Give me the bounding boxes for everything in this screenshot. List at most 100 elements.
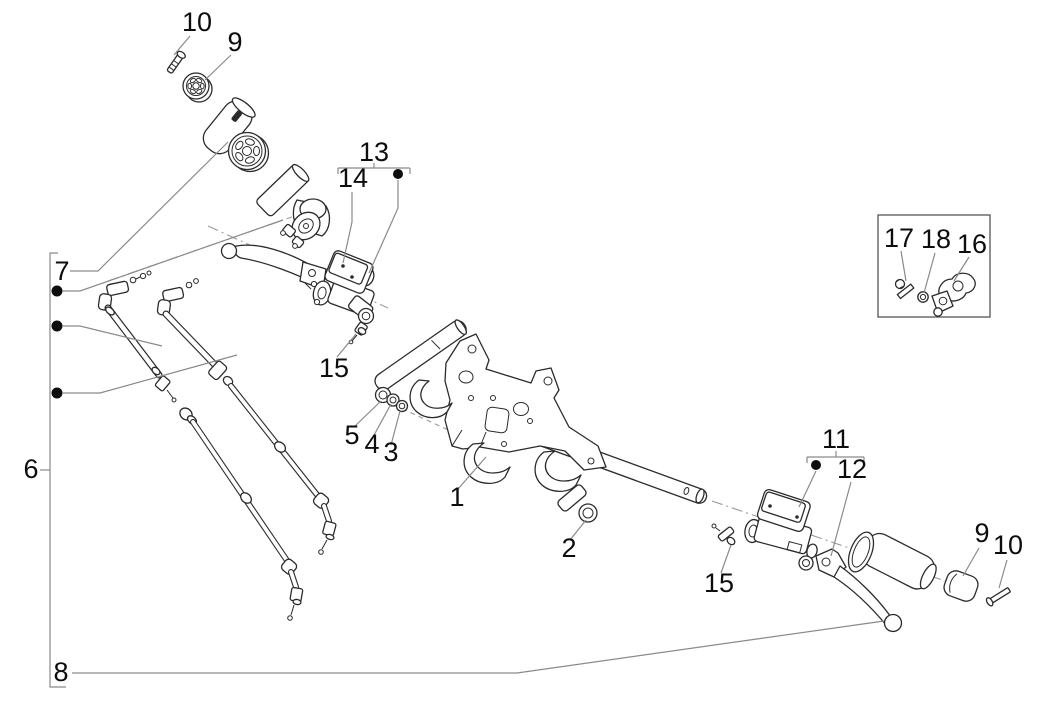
right-end-cap bbox=[943, 570, 979, 602]
diagram-shape bbox=[292, 243, 298, 249]
inset-washer-18 bbox=[917, 291, 929, 303]
diagram-shape bbox=[310, 280, 318, 288]
diagram-shape bbox=[162, 286, 185, 303]
callout-3: 3 bbox=[383, 437, 398, 467]
callout-15-right: 15 bbox=[704, 568, 734, 598]
diagram-shape bbox=[378, 390, 388, 400]
leader-4 bbox=[372, 403, 392, 438]
callout-17: 17 bbox=[884, 223, 914, 253]
diagram-shape bbox=[409, 379, 453, 419]
diagram-shape bbox=[919, 563, 937, 590]
callout-6: 6 bbox=[23, 454, 38, 484]
leader-9-top-left bbox=[204, 54, 232, 81]
leader-6-bullet-b bbox=[63, 354, 238, 394]
bullet-13 bbox=[393, 169, 403, 179]
bracket-11 bbox=[806, 451, 865, 463]
diagram-shape bbox=[711, 523, 717, 529]
diagram-shape bbox=[231, 110, 243, 122]
bracket-13 bbox=[337, 163, 411, 174]
diagram-shape bbox=[229, 384, 320, 498]
throttle-end-disc bbox=[182, 72, 213, 103]
diagram-shape bbox=[527, 418, 533, 424]
diagram-shape bbox=[135, 276, 141, 280]
leader-16 bbox=[953, 256, 970, 282]
diagram-shape bbox=[185, 281, 193, 289]
callout-2: 2 bbox=[561, 533, 576, 563]
leader-13-bullet bbox=[368, 180, 399, 274]
leader-15-left bbox=[336, 333, 357, 358]
leader-6-bullet-a bbox=[63, 325, 163, 347]
inset-box bbox=[877, 214, 991, 318]
right-end-screw bbox=[985, 587, 1011, 607]
cable-middle bbox=[156, 278, 337, 555]
diagram-shape bbox=[874, 535, 898, 553]
diagram-shape bbox=[146, 270, 152, 276]
diagram-shape bbox=[322, 504, 331, 523]
bullet-11 bbox=[811, 460, 821, 470]
diagram-shape bbox=[985, 597, 994, 607]
washer-4 bbox=[386, 393, 400, 407]
right-brake-lever bbox=[815, 548, 903, 633]
cable-lower-left bbox=[179, 407, 304, 621]
diagram-shape bbox=[463, 442, 511, 485]
diagram-shape bbox=[949, 573, 958, 593]
diagram-shape bbox=[389, 396, 397, 404]
diagram-shape bbox=[191, 420, 290, 564]
diagram-shape bbox=[202, 97, 256, 155]
diagram-shape bbox=[458, 370, 474, 384]
diagram-shape bbox=[795, 515, 799, 519]
diagram-shape bbox=[468, 395, 474, 401]
diagram-shape bbox=[454, 319, 467, 336]
diagram-shape bbox=[193, 278, 199, 284]
diagram-shape bbox=[582, 507, 594, 519]
diagram-shape bbox=[768, 504, 772, 508]
diagram-shape bbox=[196, 77, 203, 84]
leader-lines bbox=[40, 35, 1008, 688]
leader-10-right bbox=[998, 559, 1008, 589]
handlebar-riser-tube bbox=[374, 319, 467, 391]
leader-10-top-left bbox=[173, 35, 191, 56]
diagram-shape bbox=[105, 306, 115, 316]
diagram-shape bbox=[105, 305, 162, 378]
diagram-shape bbox=[879, 558, 905, 576]
diagram-shape bbox=[212, 118, 239, 143]
diagram-shape bbox=[444, 333, 607, 471]
diagram-shape bbox=[154, 375, 171, 392]
diagram-shape bbox=[273, 441, 287, 453]
diagram-shape bbox=[695, 488, 705, 504]
diagram-shape bbox=[189, 88, 196, 95]
right-master-cylinder bbox=[744, 488, 818, 571]
leader-7-bullet bbox=[63, 219, 284, 292]
throttle-pulley-housing bbox=[280, 198, 331, 249]
bullet-7 bbox=[51, 285, 63, 297]
diagram-shape bbox=[833, 565, 894, 627]
callout-5: 5 bbox=[344, 420, 359, 450]
diagram-shape bbox=[851, 536, 871, 568]
left-brake-lever bbox=[220, 242, 327, 290]
diagram-shape bbox=[176, 50, 186, 59]
diagram-shape bbox=[328, 252, 369, 285]
diagram-shape bbox=[896, 283, 915, 300]
callout-1: 1 bbox=[449, 482, 464, 512]
diagram-shape bbox=[683, 487, 690, 495]
diagram-shape bbox=[587, 457, 595, 465]
diagram-shape bbox=[235, 151, 244, 162]
diagram-shape bbox=[304, 282, 312, 290]
left-master-cylinder bbox=[310, 250, 375, 325]
diagram-shape bbox=[484, 406, 510, 434]
leader-5 bbox=[353, 400, 382, 428]
diagram-shape bbox=[253, 145, 260, 157]
diagram-shape bbox=[557, 484, 587, 512]
leader-11-bullet bbox=[798, 470, 817, 508]
diagram-shape bbox=[717, 526, 735, 542]
diagram-shape bbox=[318, 549, 324, 555]
diagram-shape bbox=[321, 539, 328, 550]
diagram-shape bbox=[896, 283, 915, 300]
diagram-shape bbox=[292, 598, 302, 606]
callout-4: 4 bbox=[364, 429, 379, 459]
diagram-shape bbox=[883, 613, 903, 633]
diagram-shape bbox=[919, 293, 927, 301]
diagram-shape bbox=[513, 402, 529, 416]
diagram-shape bbox=[317, 286, 327, 300]
